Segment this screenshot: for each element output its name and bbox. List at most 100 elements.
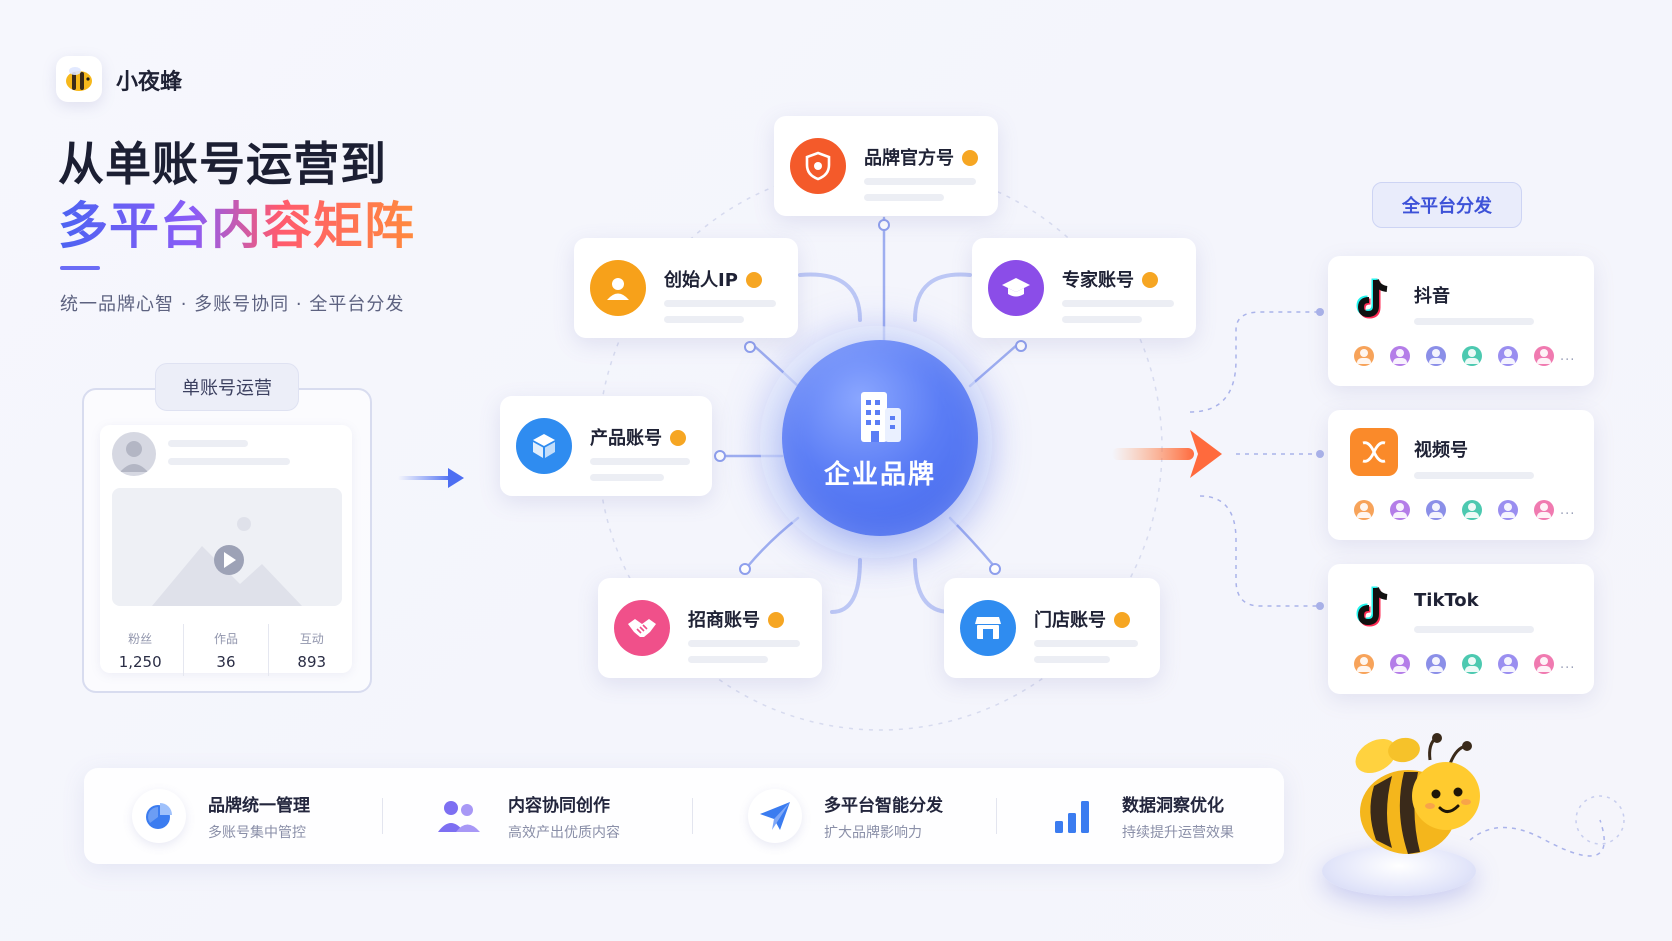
graduation-cap-icon bbox=[1002, 278, 1030, 297]
account-name: 专家账号 bbox=[1062, 270, 1134, 291]
more-indicator: ... bbox=[1560, 656, 1576, 672]
feature-icon bbox=[132, 789, 186, 843]
feature-desc: 多账号集中管控 bbox=[208, 824, 306, 841]
avatar bbox=[1426, 654, 1446, 674]
platform-card-tiktok[interactable]: TikTok ... bbox=[1328, 564, 1594, 694]
placeholder-bar bbox=[1034, 656, 1110, 663]
account-name: 门店账号 bbox=[1034, 610, 1106, 631]
platform-card-douyin[interactable]: 抖音 ... bbox=[1328, 256, 1594, 386]
platform-name: 抖音 bbox=[1414, 286, 1450, 307]
divider bbox=[182, 624, 184, 676]
avatar bbox=[1534, 654, 1554, 674]
handshake-icon bbox=[628, 619, 656, 637]
building-icon bbox=[861, 391, 901, 442]
video-thumbnail[interactable] bbox=[112, 488, 342, 606]
tiktok-icon bbox=[1356, 586, 1388, 627]
placeholder-bar bbox=[168, 440, 248, 447]
user-icon bbox=[607, 278, 629, 300]
stat-value: 1,250 bbox=[118, 652, 162, 671]
feature-title: 品牌统一管理 bbox=[208, 795, 310, 816]
avatar bbox=[1498, 654, 1518, 674]
stat-value: 36 bbox=[216, 652, 236, 671]
single-account-tag: 单账号运营 bbox=[155, 363, 299, 411]
account-icon bbox=[988, 260, 1044, 316]
placeholder-bar bbox=[590, 474, 664, 481]
divider bbox=[692, 798, 693, 834]
placeholder-bar bbox=[1414, 318, 1534, 325]
play-icon[interactable] bbox=[214, 545, 244, 575]
brand-logo[interactable] bbox=[56, 56, 102, 102]
account-node-investment[interactable]: 招商账号 bbox=[598, 578, 822, 678]
platform-name: TikTok bbox=[1414, 590, 1479, 611]
stat-label: 粉丝 bbox=[128, 631, 153, 646]
account-icon bbox=[590, 260, 646, 316]
account-node-store[interactable]: 门店账号 bbox=[944, 578, 1160, 678]
avatar bbox=[1390, 654, 1410, 674]
avatar-row: ... bbox=[1354, 654, 1575, 674]
account-icon bbox=[790, 138, 846, 194]
placeholder-bar bbox=[590, 458, 690, 465]
feature-title: 数据洞察优化 bbox=[1122, 795, 1224, 816]
account-icon bbox=[614, 600, 670, 656]
divider bbox=[382, 798, 383, 834]
placeholder-bar bbox=[864, 178, 976, 185]
platform-icon bbox=[1350, 582, 1398, 630]
stat-label: 作品 bbox=[213, 631, 238, 646]
account-node-founder-ip[interactable]: 创始人IP bbox=[574, 238, 798, 338]
placeholder-bar bbox=[664, 316, 744, 323]
feature-data-insights: 数据洞察优化 持续提升运营效果 bbox=[1046, 788, 1234, 844]
verified-badge-icon bbox=[745, 272, 762, 288]
placeholder-bar bbox=[168, 458, 290, 465]
verified-badge-icon bbox=[962, 150, 978, 166]
feature-desc: 扩大品牌影响力 bbox=[824, 824, 922, 841]
stat-value: 893 bbox=[297, 652, 327, 671]
avatar-row: ... bbox=[1354, 346, 1575, 366]
feature-smart-distribution: 多平台智能分发 扩大品牌影响力 bbox=[748, 788, 943, 844]
mascot-pedestal bbox=[1322, 846, 1476, 896]
account-name: 产品账号 bbox=[590, 428, 662, 449]
title-underline bbox=[60, 266, 100, 270]
stat-label: 互动 bbox=[299, 631, 324, 646]
stat-works: 作品 36 bbox=[188, 630, 264, 671]
avatar bbox=[1354, 654, 1374, 674]
feature-desc: 持续提升运营效果 bbox=[1122, 824, 1234, 841]
avatar bbox=[1498, 500, 1518, 520]
stat-followers: 粉丝 1,250 bbox=[102, 630, 178, 671]
avatar bbox=[1426, 500, 1446, 520]
center-label: 企业品牌 bbox=[823, 459, 936, 490]
avatar bbox=[1534, 500, 1554, 520]
douyin-icon bbox=[1356, 278, 1388, 319]
avatar bbox=[1498, 346, 1518, 366]
bar-chart-icon bbox=[1055, 801, 1089, 833]
headline-line-1: 从单账号运营到 bbox=[58, 137, 387, 191]
platform-name: 视频号 bbox=[1414, 440, 1468, 461]
bee-mascot-icon bbox=[1355, 733, 1480, 854]
single-account-stats: 粉丝 1,250 作品 36 互动 893 bbox=[100, 624, 352, 676]
more-indicator: ... bbox=[1560, 348, 1576, 364]
team-icon bbox=[438, 801, 480, 832]
account-node-brand-official[interactable]: 品牌官方号 bbox=[774, 116, 998, 216]
platform-card-channels[interactable]: 视频号 ... bbox=[1328, 410, 1594, 540]
subtitle: 统一品牌心智 · 多账号协同 · 全平台分发 bbox=[60, 294, 405, 315]
platform-icon bbox=[1350, 274, 1398, 322]
center-hub[interactable]: 企业品牌 bbox=[782, 340, 978, 536]
feature-title: 多平台智能分发 bbox=[824, 795, 943, 816]
avatar bbox=[1462, 654, 1482, 674]
placeholder-bar bbox=[1034, 640, 1138, 647]
feature-desc: 高效产出优质内容 bbox=[508, 824, 620, 841]
account-icon bbox=[960, 600, 1016, 656]
account-name: 招商账号 bbox=[688, 610, 760, 631]
placeholder-bar bbox=[688, 640, 800, 647]
verified-badge-icon bbox=[1114, 612, 1130, 628]
distribution-tag: 全平台分发 bbox=[1372, 182, 1522, 228]
feature-brand-management: 品牌统一管理 多账号集中管控 bbox=[132, 788, 310, 844]
stat-interactions: 互动 893 bbox=[274, 630, 350, 671]
verified-badge-icon bbox=[670, 430, 686, 446]
account-node-expert[interactable]: 专家账号 bbox=[972, 238, 1196, 338]
more-indicator: ... bbox=[1560, 502, 1576, 518]
platform-icon bbox=[1350, 428, 1398, 476]
account-node-product[interactable]: 产品账号 bbox=[500, 396, 712, 496]
cube-icon bbox=[533, 434, 555, 458]
placeholder-bar bbox=[664, 300, 776, 307]
feature-icon bbox=[432, 789, 486, 843]
